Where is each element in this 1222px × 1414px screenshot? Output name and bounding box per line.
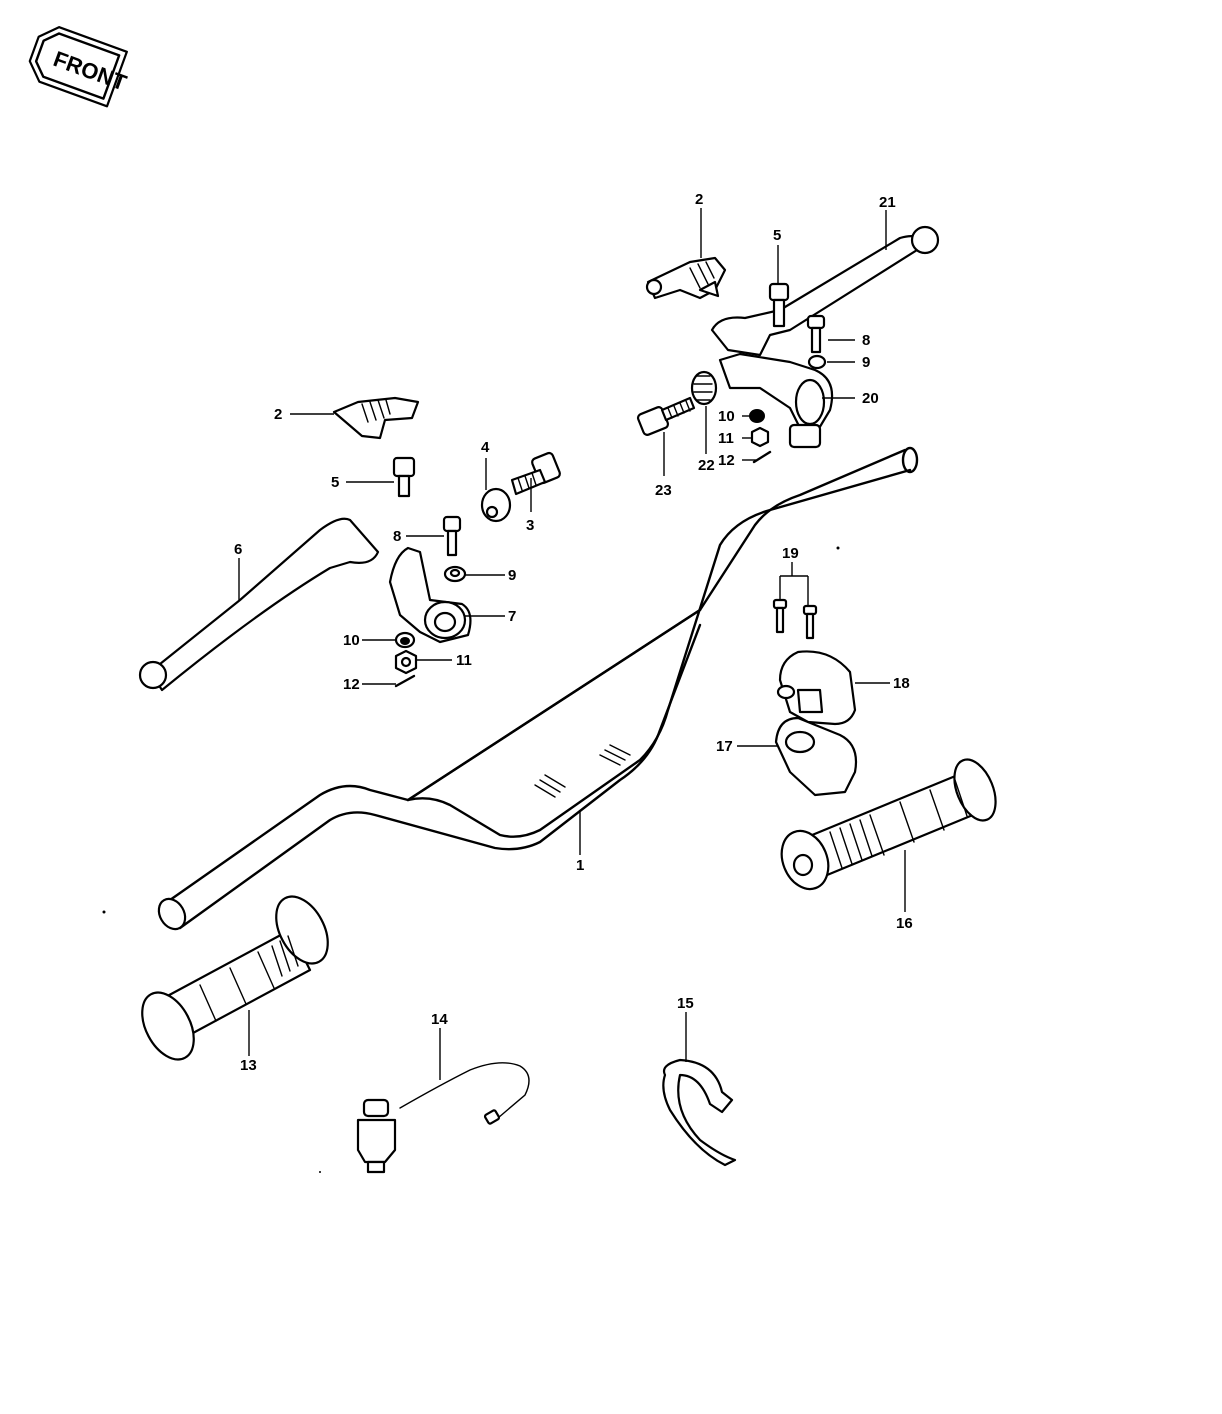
engine-stop-switch (356, 1062, 530, 1174)
callout-11-upper: 11 (718, 430, 734, 447)
clutch-lever (138, 517, 380, 692)
callout-4: 4 (481, 439, 490, 456)
callout-22: 22 (698, 457, 715, 474)
callout-16: 16 (896, 915, 913, 932)
callout-18: 18 (893, 675, 910, 692)
lock-nut-upper (690, 370, 718, 406)
callout-15: 15 (677, 995, 694, 1012)
callout-12-lower: 12 (343, 676, 360, 693)
handlebar (157, 446, 919, 931)
cable-band (662, 1058, 737, 1167)
leader-lines (238, 208, 906, 1080)
cable-adjuster-lower (332, 396, 420, 440)
throttle-case-screws (772, 598, 818, 640)
callout-8-upper: 8 (862, 332, 870, 349)
screw-upper (806, 314, 826, 354)
nut-lower (394, 649, 418, 675)
spring-upper (749, 409, 765, 423)
spring-lower (394, 631, 416, 649)
callout-21: 21 (879, 194, 896, 211)
callout-23: 23 (655, 482, 672, 499)
callout-19: 19 (782, 545, 799, 562)
callout-6: 6 (234, 541, 242, 558)
callout-11-lower: 11 (456, 652, 472, 669)
callout-8-lower: 8 (393, 528, 401, 545)
callout-20: 20 (862, 390, 879, 407)
brake-lever (710, 225, 940, 357)
screw-lower (442, 515, 462, 557)
callout-9-upper: 9 (862, 354, 870, 371)
washer-upper (807, 354, 827, 370)
pivot-bolt-upper (768, 282, 790, 328)
callout-7: 7 (508, 608, 516, 625)
cable-adjuster-upper (645, 256, 727, 300)
lock-nut-lower (480, 487, 512, 523)
callout-numbers: 2 21 5 8 9 20 10 11 12 22 23 2 5 4 3 8 9… (234, 191, 913, 1074)
pin-upper (752, 450, 772, 464)
brake-lever-holder (718, 352, 834, 449)
pin-lower (394, 674, 416, 688)
callout-17: 17 (716, 738, 733, 755)
callout-13: 13 (240, 1057, 257, 1074)
front-arrow-badge: FRONT (28, 26, 130, 108)
callout-12-upper: 12 (718, 452, 735, 469)
callout-2-upper: 2 (695, 191, 703, 208)
throttle-grip (780, 758, 997, 891)
callout-5-upper: 5 (773, 227, 781, 244)
cable-adjuster-bolt-upper (636, 396, 696, 436)
callout-5-lower: 5 (331, 474, 339, 491)
callout-10-lower: 10 (343, 632, 360, 649)
pivot-bolt-lower (392, 456, 416, 498)
callout-10-upper: 10 (718, 408, 735, 425)
callout-14: 14 (431, 1011, 448, 1028)
callout-2-lower: 2 (274, 406, 282, 423)
left-grip (141, 895, 329, 1061)
clutch-lever-holder (388, 546, 472, 644)
callout-3: 3 (526, 517, 534, 534)
callout-9-lower: 9 (508, 567, 516, 584)
cable-adjuster-bolt-lower (510, 451, 561, 496)
throttle-case-lower (774, 716, 858, 797)
nut-upper (750, 426, 770, 448)
throttle-case-upper (776, 650, 857, 726)
washer-lower (443, 565, 467, 583)
scan-specks (102, 546, 840, 1173)
callout-1: 1 (576, 857, 584, 874)
